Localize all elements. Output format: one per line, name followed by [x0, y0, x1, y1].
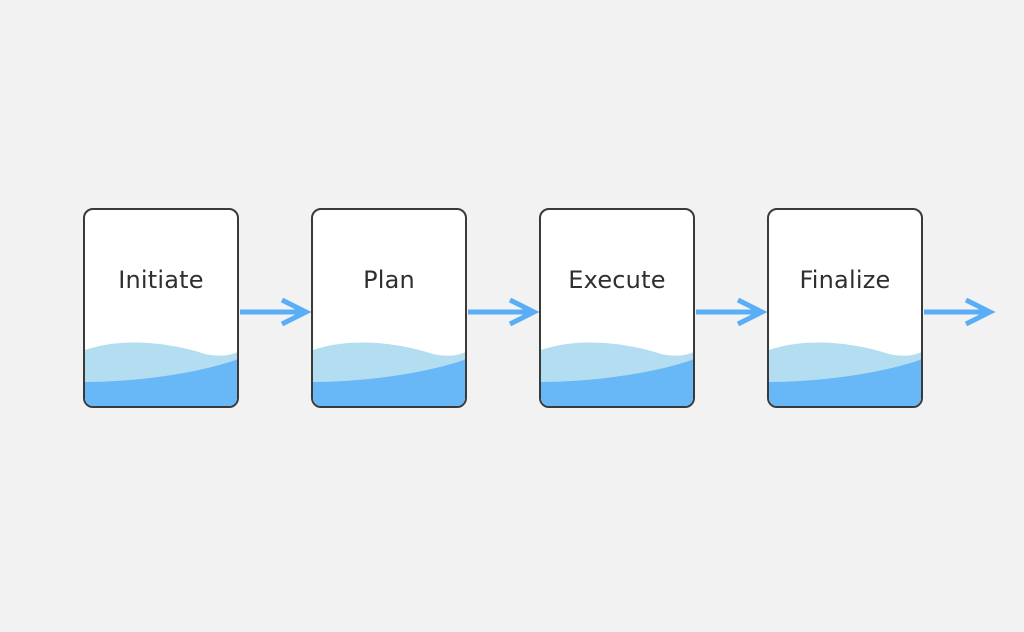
wave-decoration — [541, 342, 693, 406]
wave-decoration — [769, 342, 921, 406]
right-arrow-icon — [468, 298, 540, 326]
right-arrow-icon — [696, 298, 768, 326]
step-label: Initiate — [118, 266, 204, 294]
wave-decoration — [313, 342, 465, 406]
right-arrow-icon — [240, 298, 312, 326]
step-label: Finalize — [799, 266, 891, 294]
wave-decoration — [85, 342, 237, 406]
step-execute: Execute — [539, 208, 695, 408]
step-label: Plan — [363, 266, 415, 294]
step-initiate: Initiate — [83, 208, 239, 408]
step-label: Execute — [568, 266, 666, 294]
step-finalize: Finalize — [767, 208, 923, 408]
right-arrow-icon — [924, 298, 996, 326]
step-plan: Plan — [311, 208, 467, 408]
